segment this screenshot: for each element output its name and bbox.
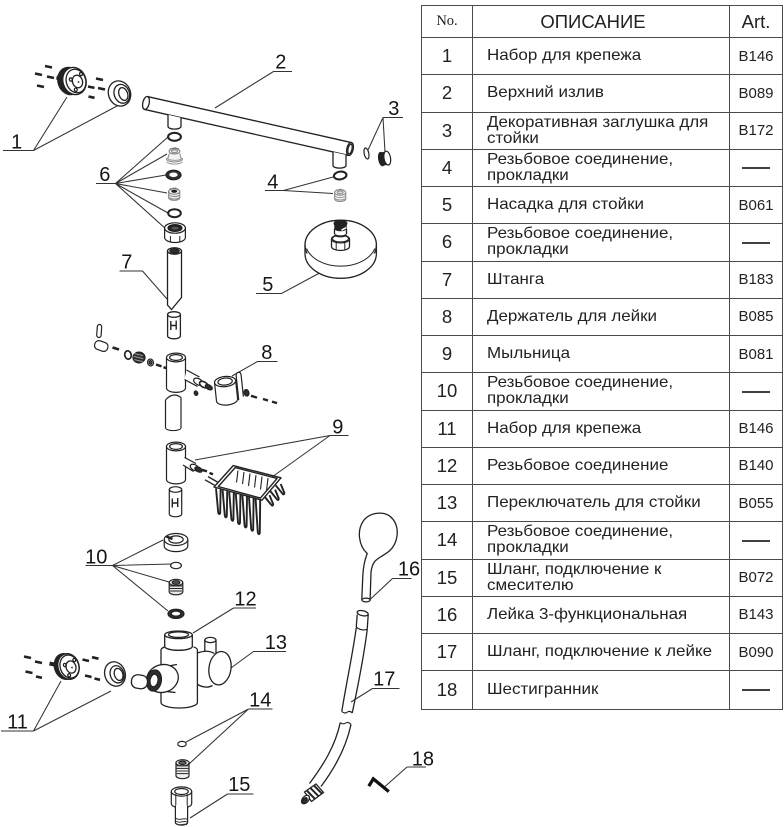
svg-text:10: 10	[85, 547, 107, 569]
svg-text:17: 17	[373, 669, 395, 691]
svg-text:13: 13	[265, 632, 287, 654]
svg-text:11: 11	[7, 712, 28, 734]
svg-text:2: 2	[275, 52, 286, 74]
svg-text:1: 1	[11, 132, 22, 154]
svg-text:15: 15	[228, 774, 250, 796]
svg-text:9: 9	[332, 417, 343, 439]
svg-text:4: 4	[267, 172, 278, 194]
svg-text:3: 3	[388, 98, 399, 120]
svg-text:18: 18	[412, 749, 434, 771]
svg-text:12: 12	[234, 589, 256, 611]
svg-text:7: 7	[121, 252, 132, 274]
svg-text:8: 8	[261, 342, 272, 364]
svg-text:6: 6	[99, 164, 110, 186]
svg-text:5: 5	[262, 274, 273, 296]
svg-text:16: 16	[398, 559, 420, 581]
svg-text:14: 14	[249, 690, 271, 712]
